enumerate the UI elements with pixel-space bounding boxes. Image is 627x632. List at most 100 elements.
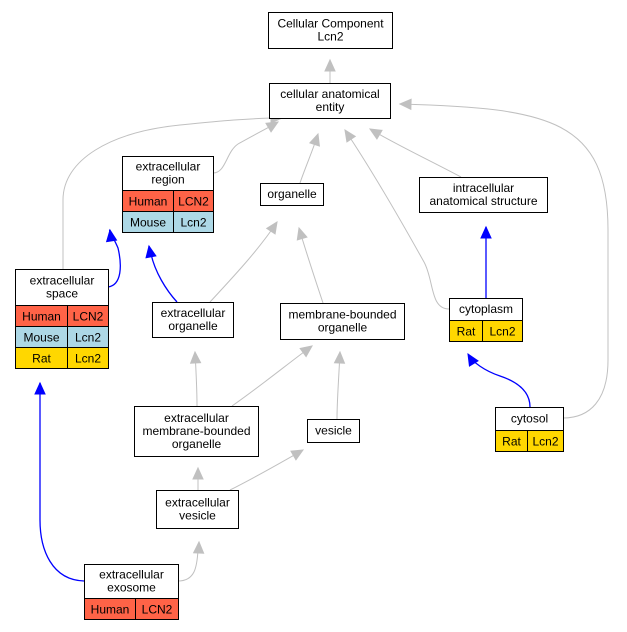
gene-cell [482,320,523,342]
node-label: extracellular [165,496,230,510]
edge-ecs-to-ecr [105,228,121,288]
node-label: extracellular [136,160,201,174]
arrowhead [192,540,205,554]
arrowhead [324,58,336,72]
node-label: extracellular [161,306,226,320]
edge-cyto-to-cae [344,128,450,310]
arrowhead [296,226,308,241]
node-box [15,269,109,306]
node-label: intracellular [453,181,514,195]
arrowhead [467,352,479,367]
node-ves: vesicle [307,419,360,443]
node-label: extracellular [164,411,229,425]
node-org: organelle [260,183,324,206]
node-label: organelle [168,319,218,333]
node-label: Lcn2 [317,30,343,44]
arrowhead [189,350,202,364]
edge-mbo-to-org [296,226,324,304]
node-label: cytosol [511,412,548,426]
node-box [280,303,405,340]
node-label: membrane-bounded [288,308,396,322]
species-label: Rat [457,325,476,339]
node-label: organelle [172,437,222,451]
edge-ves-to-mbo [333,350,346,420]
node-label: exosome [107,581,156,595]
gene-label: Lcn2 [489,325,515,339]
arrowhead [344,128,357,143]
node-box [419,177,548,213]
edge-ecv-to-ecmbo [192,466,204,491]
edge-cytosol-to-cyto [467,352,531,408]
arrowhead [145,244,157,259]
gene-cell [173,211,214,233]
edge-ecorg-to-ecr [145,244,178,303]
arrowhead [398,98,412,111]
gene-label: LCN2 [178,195,209,209]
gene-label: Lcn2 [75,331,101,345]
arrowhead [34,381,46,395]
edge-cytosol-to-cae [398,98,609,419]
edge-exo-to-ecs [34,381,85,582]
species-label: Human [129,195,168,209]
node-box [268,12,393,49]
arrowhead [299,345,313,358]
edge-org-to-cae [299,132,320,184]
species-label: Mouse [130,216,166,230]
node-box [269,83,391,119]
arrowhead [265,220,278,235]
edge-ecmbo-to-mbo [231,345,313,407]
node-label: anatomical structure [429,194,537,208]
node-label: region [151,173,184,187]
node-box [134,406,259,457]
node-label: organelle [318,321,368,335]
node-box [152,302,234,338]
species-label: Mouse [23,331,59,345]
gene-label: LCN2 [73,310,104,324]
edge-ecorg-to-org [209,220,278,303]
edge-cyto-to-ias [480,225,492,298]
edge-ecv-to-ves [229,449,305,491]
species-label: Rat [32,352,51,366]
arrowhead [265,121,280,133]
node-label: organelle [267,187,317,201]
arrowhead [333,350,346,364]
arrowhead [290,449,305,461]
node-label: entity [316,100,345,114]
node-label: extracellular [99,568,164,582]
node-box [260,183,324,206]
gene-cell [67,347,109,369]
node-label: extracellular [30,274,95,288]
node-label: membrane-bounded [142,424,250,438]
node-box [122,156,214,191]
edge-ias-to-cae [368,128,462,178]
node-box [307,419,360,443]
node-label: vesicle [315,424,352,438]
gene-cell [135,598,179,620]
gene-label: Lcn2 [532,435,558,449]
node-label: cellular anatomical [280,87,379,101]
gene-label: LCN2 [142,603,173,617]
gene-cell [527,430,564,452]
arrowhead [192,466,204,480]
node-label: vesicle [179,509,216,523]
species-label: Human [91,603,130,617]
node-box [156,490,239,529]
node-label: Cellular Component [277,17,384,31]
edge-exo-to-ecv [177,540,205,582]
node-label: space [46,287,78,301]
arrowhead [105,228,118,243]
